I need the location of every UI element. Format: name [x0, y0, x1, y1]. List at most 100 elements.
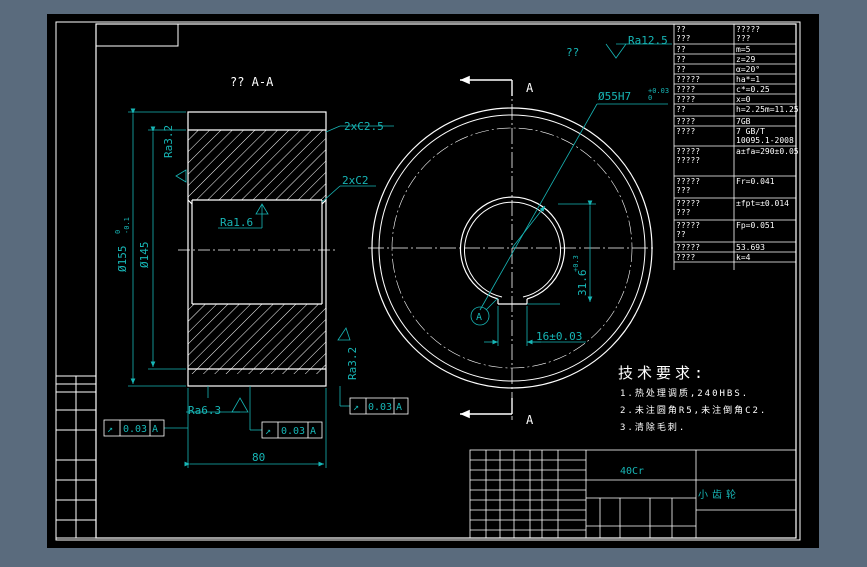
- chamfer-outer: 2xC2.5: [344, 120, 384, 133]
- param-name-2: ???: [676, 208, 691, 217]
- param-value: ?????: [736, 25, 760, 34]
- param-row: ???? c*=0.25: [674, 83, 796, 94]
- param-value-2: 10095.1-2008: [736, 136, 794, 145]
- svg-text:0.03: 0.03: [281, 426, 305, 437]
- tip-dia-tol-lower: -0.1: [123, 217, 131, 234]
- svg-text:A: A: [310, 426, 316, 437]
- param-value: a±fa=290±0.05: [736, 147, 799, 156]
- svg-text:0.03: 0.03: [368, 402, 392, 413]
- param-name: ????: [676, 127, 695, 136]
- section-dims: [128, 43, 672, 468]
- width-label: 80: [252, 451, 265, 464]
- param-name: ??: [676, 105, 686, 114]
- param-value: z=29: [736, 55, 755, 64]
- title-block: [469, 449, 797, 539]
- gear-parameter-table: ???????????????m=5??z=29??α=20°?????ha*=…: [673, 23, 799, 270]
- title-part-name: 小齿轮: [698, 488, 740, 501]
- param-name: ??: [676, 55, 686, 64]
- param-value: ha*=1: [736, 75, 760, 84]
- tolerance-frame-2: ↗ 0.03 A: [261, 421, 323, 439]
- param-row: ????????±fpt=±0.014: [674, 197, 796, 217]
- param-value: c*=0.25: [736, 85, 770, 94]
- ra-top-right: Ra12.5: [628, 34, 668, 47]
- ra-left-top: Ra3.2: [162, 125, 175, 158]
- param-value: ±fpt=±0.014: [736, 199, 789, 208]
- param-name: ?????: [676, 147, 700, 156]
- param-name: ??: [676, 25, 686, 34]
- tech-req-3: 3.清除毛刺.: [620, 421, 686, 433]
- param-name: ????: [676, 85, 695, 94]
- tech-req-1: 1.热处理调质,240HBS.: [620, 387, 749, 399]
- datum-a: A: [476, 312, 482, 323]
- section-cut-marks: [460, 75, 513, 419]
- param-name: ????: [676, 95, 695, 104]
- ra-bore: Ra1.6: [220, 216, 253, 229]
- section-title: ?? A-A: [230, 75, 274, 89]
- tech-req-title: 技术要求:: [618, 364, 707, 382]
- param-value: h=2.25m=11.25: [736, 105, 799, 114]
- key-width: 16±0.03: [536, 330, 582, 343]
- ra-bottom: Ra6.3: [188, 404, 221, 417]
- hatch-bottom: [188, 304, 326, 374]
- param-value: Fp=0.051: [736, 221, 775, 230]
- section-mark-top: A: [526, 81, 534, 95]
- param-name-2: ???: [676, 186, 691, 195]
- drawing-border: [55, 21, 801, 541]
- param-row: ?? h=2.25m=11.25: [674, 103, 799, 114]
- param-name-2: ?????: [676, 156, 700, 165]
- section-dim-text: Ø155 0 -0.1 Ø145 80 2xC2.5 2xC2 Ra1.6 Ra…: [114, 34, 668, 464]
- param-name: ??: [676, 45, 686, 54]
- bore-dim: Ø55H7: [598, 90, 631, 103]
- param-row: ???? 7GB: [674, 115, 796, 126]
- drawing-canvas: [47, 14, 819, 548]
- param-value: 7GB: [736, 117, 751, 126]
- tech-req-2: 2.未注圆角R5,未注倒角C2.: [620, 404, 767, 416]
- param-name-2: ??: [676, 230, 686, 239]
- param-value: α=20°: [736, 65, 760, 74]
- svg-text:↗: ↗: [265, 426, 271, 437]
- ra-top-right-prefix: ??: [566, 46, 579, 59]
- bore-tol-lower: 0: [648, 94, 652, 102]
- param-value: k=4: [736, 253, 751, 262]
- hatch-top: [188, 130, 326, 200]
- param-row: ????x=0: [674, 93, 796, 104]
- param-row: ????k=4: [674, 251, 796, 262]
- param-value: 7 GB/T: [736, 127, 765, 136]
- root-dia-label: Ø145: [138, 242, 151, 269]
- param-row: ???????? Fr=0.041: [674, 175, 796, 195]
- ra-lower-right: Ra3.2: [346, 347, 359, 380]
- param-name: ?????: [676, 221, 700, 230]
- param-value: m=5: [736, 45, 751, 54]
- param-name: ????: [676, 117, 695, 126]
- bore-tol-upper: +0.03: [648, 87, 669, 95]
- front-dims: [470, 103, 668, 346]
- key-depth-tol: +0.3: [572, 255, 580, 272]
- section-view: [178, 111, 336, 387]
- param-value: 53.693: [736, 243, 765, 252]
- left-strip: [55, 375, 97, 539]
- param-name: ?????: [676, 177, 700, 186]
- front-view: [368, 80, 656, 420]
- svg-text:↗: ↗: [107, 424, 113, 435]
- param-name-2: ???: [676, 34, 691, 43]
- param-row: ?? z=29: [674, 53, 796, 64]
- tip-dia-tol-upper: 0: [114, 230, 122, 234]
- corner-box: [95, 23, 179, 47]
- svg-text:↗: ↗: [353, 402, 359, 413]
- param-row: ????? 53.693: [674, 241, 796, 252]
- param-value-2: ???: [736, 34, 751, 43]
- svg-text:0.03: 0.03: [123, 424, 147, 435]
- front-dim-text: Ø55H7 +0.03 0 31.6 +0.3 16±0.03 A: [476, 87, 669, 343]
- param-row: ?????????????: [674, 23, 796, 43]
- section-mark-bottom: A: [526, 413, 534, 427]
- param-row: ?????????? a±fa=290±0.05: [674, 145, 799, 165]
- param-value: Fr=0.041: [736, 177, 775, 186]
- param-name: ?????: [676, 243, 700, 252]
- chamfer-inner: 2xC2: [342, 174, 369, 187]
- technical-requirements: 技术要求: 1.热处理调质,240HBS. 2.未注圆角R5,未注倒角C2. 3…: [618, 364, 767, 433]
- param-row: ??????? Fp=0.051: [674, 219, 796, 239]
- param-row: ?? m=5: [674, 43, 796, 54]
